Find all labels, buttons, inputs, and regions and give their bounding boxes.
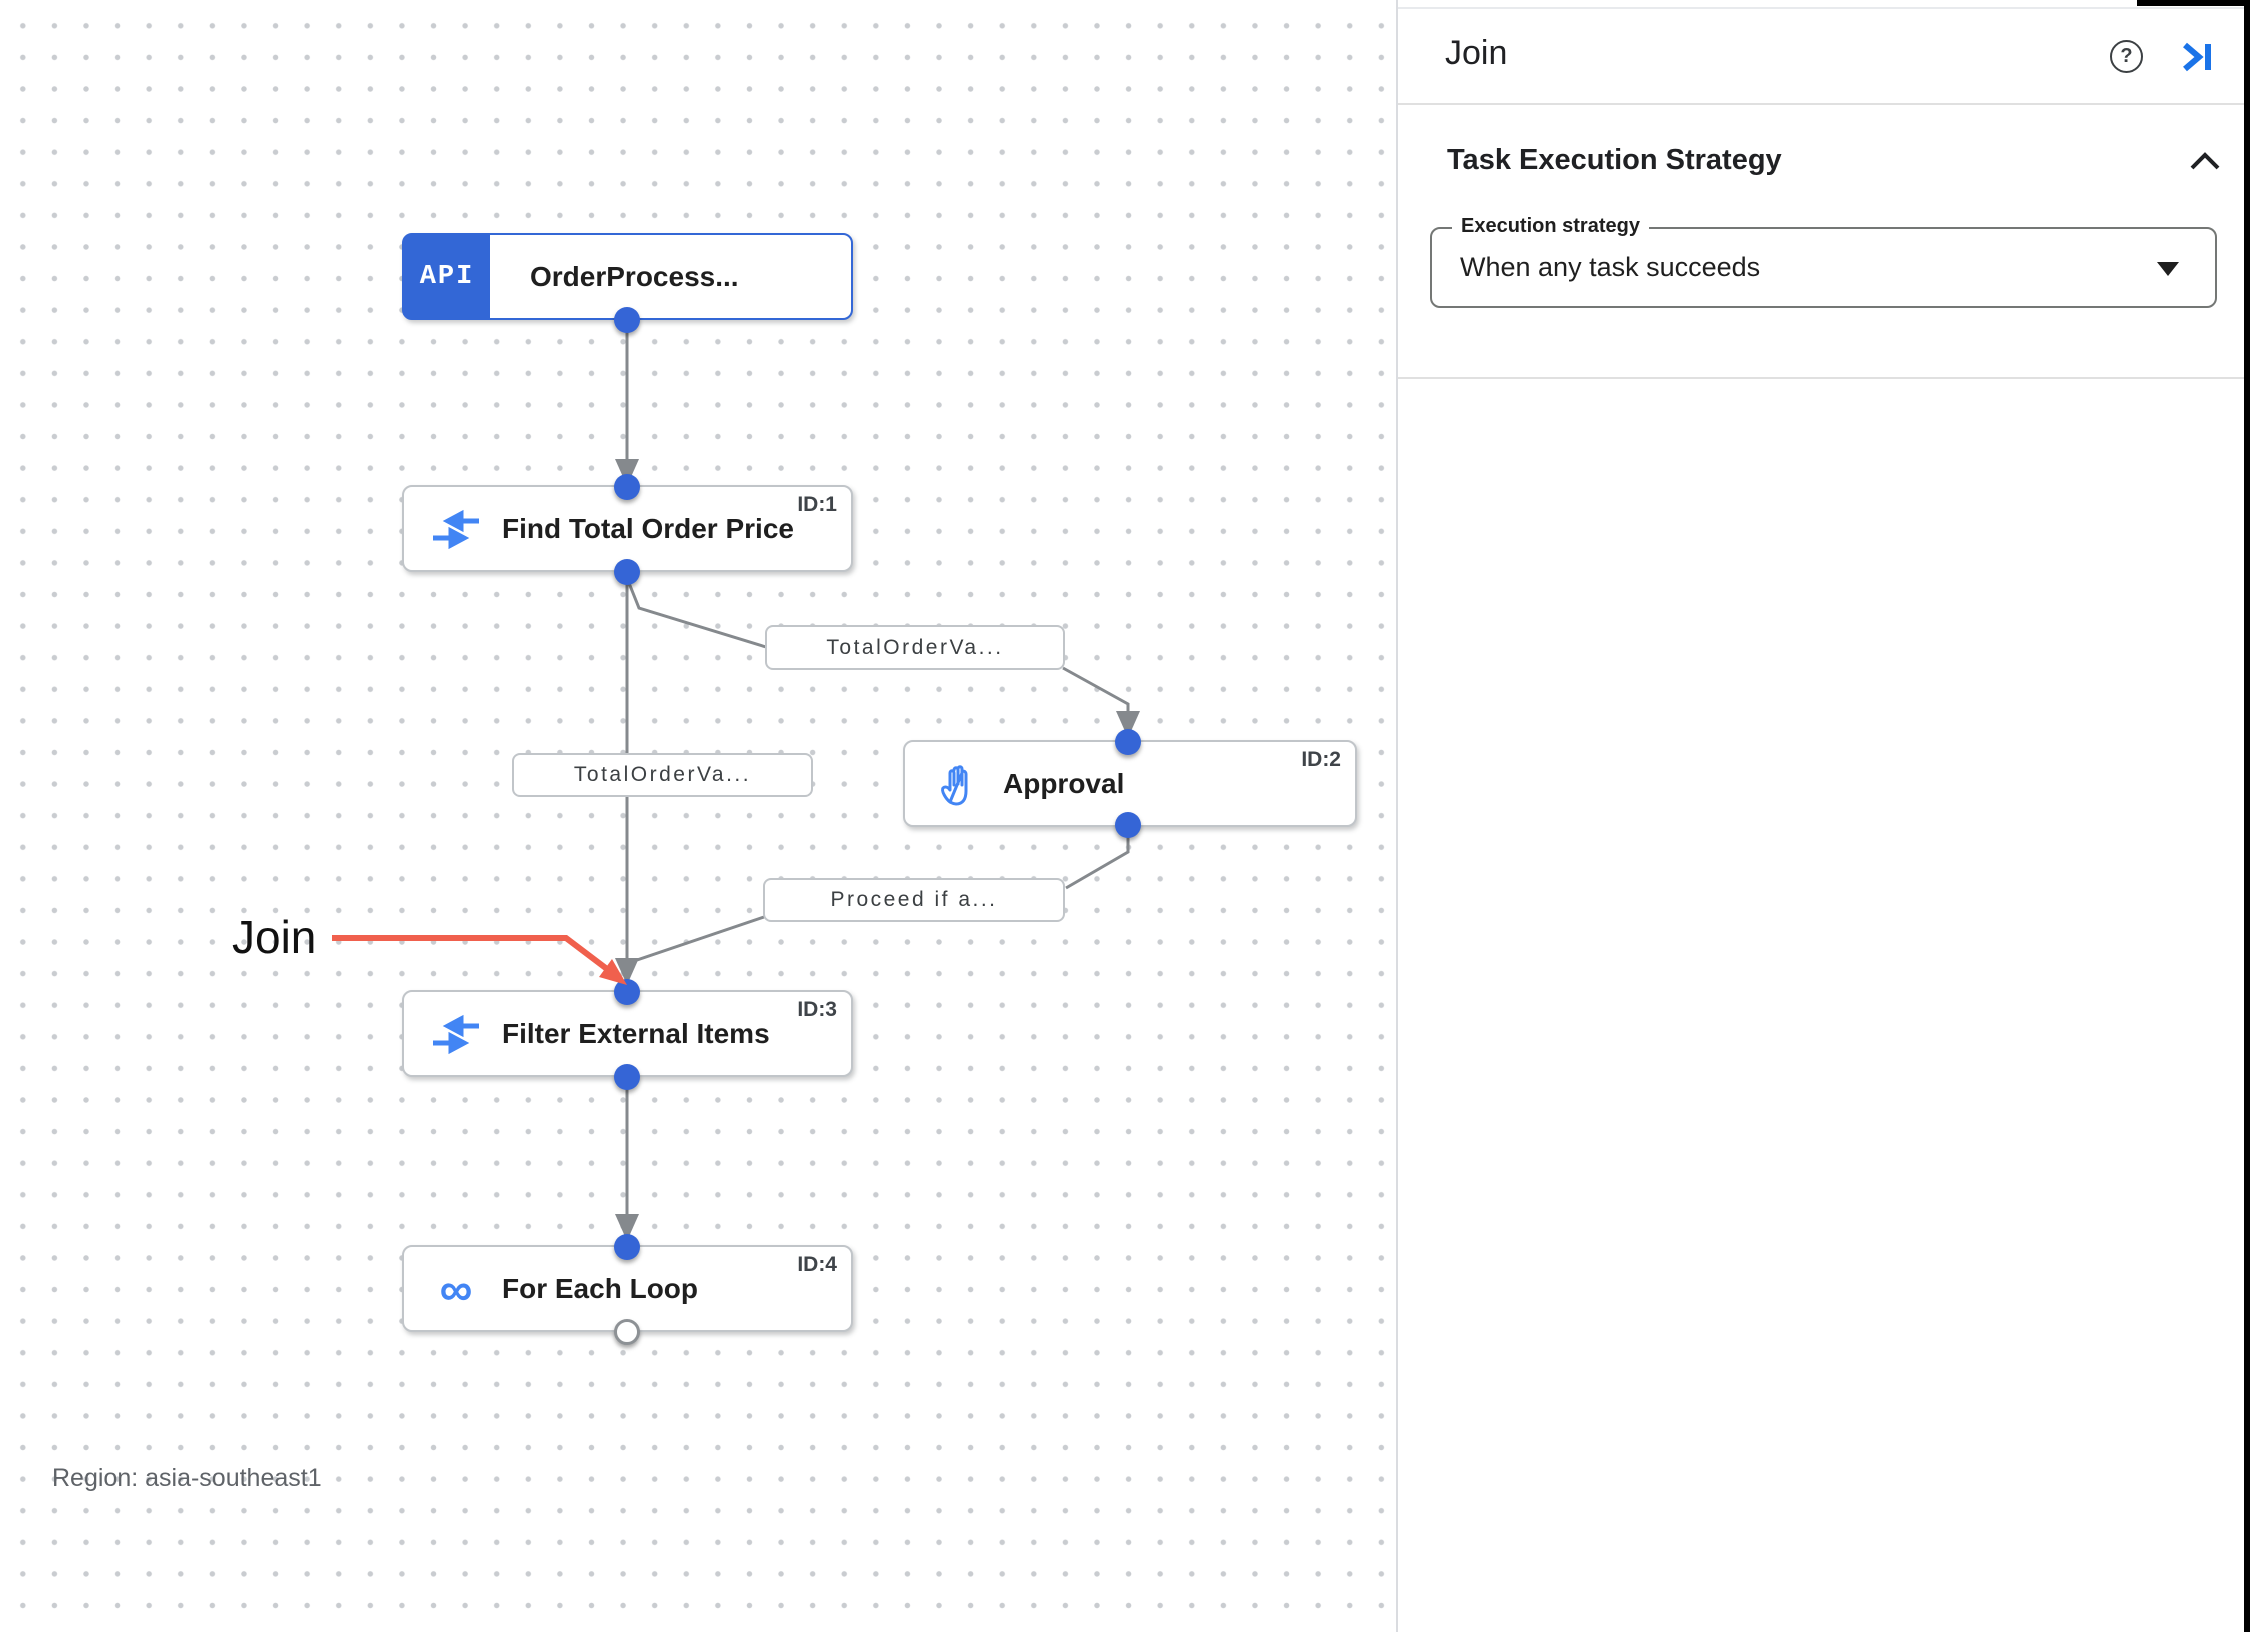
- config-panel: Join ? Task Execution Strategy Execution…: [1396, 0, 2250, 1632]
- divider: [1398, 103, 2250, 105]
- execution-strategy-label: Execution strategy: [1452, 215, 1649, 238]
- node-api-trigger[interactable]: API OrderProcess...: [402, 233, 853, 320]
- node-title: Approval: [1003, 767, 1125, 799]
- divider: [1398, 377, 2250, 379]
- join-annotation-label: Join: [232, 911, 317, 963]
- window-edge-top: [2137, 0, 2250, 6]
- edge-label-to-filter[interactable]: TotalOrderVa...: [512, 753, 813, 797]
- data-mapping-icon: [430, 508, 482, 550]
- collapse-panel-icon[interactable]: [2180, 41, 2216, 78]
- execution-strategy-value: When any task succeeds: [1460, 252, 1761, 282]
- node-filter-external-items[interactable]: Filter External Items ID:3: [402, 990, 853, 1077]
- node-id-label: ID:3: [797, 998, 837, 1021]
- node-for-each-loop[interactable]: ∞ For Each Loop ID:4: [402, 1245, 853, 1332]
- node-id-label: ID:4: [797, 1253, 837, 1276]
- node-title: For Each Loop: [502, 1272, 698, 1304]
- edge-label-from-approval[interactable]: Proceed if a...: [763, 878, 1065, 922]
- connector-dot[interactable]: [614, 1234, 640, 1260]
- connector-dot[interactable]: [614, 474, 640, 500]
- chevron-up-icon[interactable]: [2188, 150, 2222, 177]
- node-title: OrderProcess...: [530, 260, 739, 292]
- approval-hand-icon: [931, 761, 983, 807]
- node-find-total-order-price[interactable]: Find Total Order Price ID:1: [402, 485, 853, 572]
- data-mapping-icon: [430, 1013, 482, 1055]
- panel-top-border: [1398, 7, 2250, 9]
- connector-dot-end[interactable]: [614, 1319, 640, 1345]
- dropdown-caret-icon: [2157, 262, 2179, 276]
- connector-dot[interactable]: [1115, 729, 1141, 755]
- edge-label-to-approval[interactable]: TotalOrderVa...: [765, 625, 1065, 670]
- connector-dot[interactable]: [1115, 812, 1141, 838]
- connector-dot[interactable]: [614, 1064, 640, 1090]
- region-label: Region: asia-southeast1: [52, 1464, 322, 1492]
- node-title: Find Total Order Price: [502, 512, 794, 544]
- execution-strategy-select[interactable]: Execution strategy When any task succeed…: [1430, 215, 2217, 308]
- loop-icon: ∞: [439, 1262, 473, 1315]
- connector-dot-join-point[interactable]: [614, 979, 640, 1005]
- section-title-task-execution-strategy: Task Execution Strategy: [1447, 144, 1782, 176]
- window-edge-right: [2244, 0, 2250, 1632]
- connector-dot[interactable]: [614, 559, 640, 585]
- help-icon[interactable]: ?: [2110, 40, 2143, 73]
- node-title: Filter External Items: [502, 1017, 770, 1049]
- node-id-label: ID:1: [797, 493, 837, 516]
- panel-title: Join: [1445, 34, 1508, 72]
- api-trigger-badge: API: [404, 235, 490, 318]
- connector-dot[interactable]: [614, 307, 640, 333]
- workflow-canvas[interactable]: TotalOrderVa... TotalOrderVa... Proceed …: [0, 0, 1396, 1632]
- node-id-label: ID:2: [1301, 748, 1341, 771]
